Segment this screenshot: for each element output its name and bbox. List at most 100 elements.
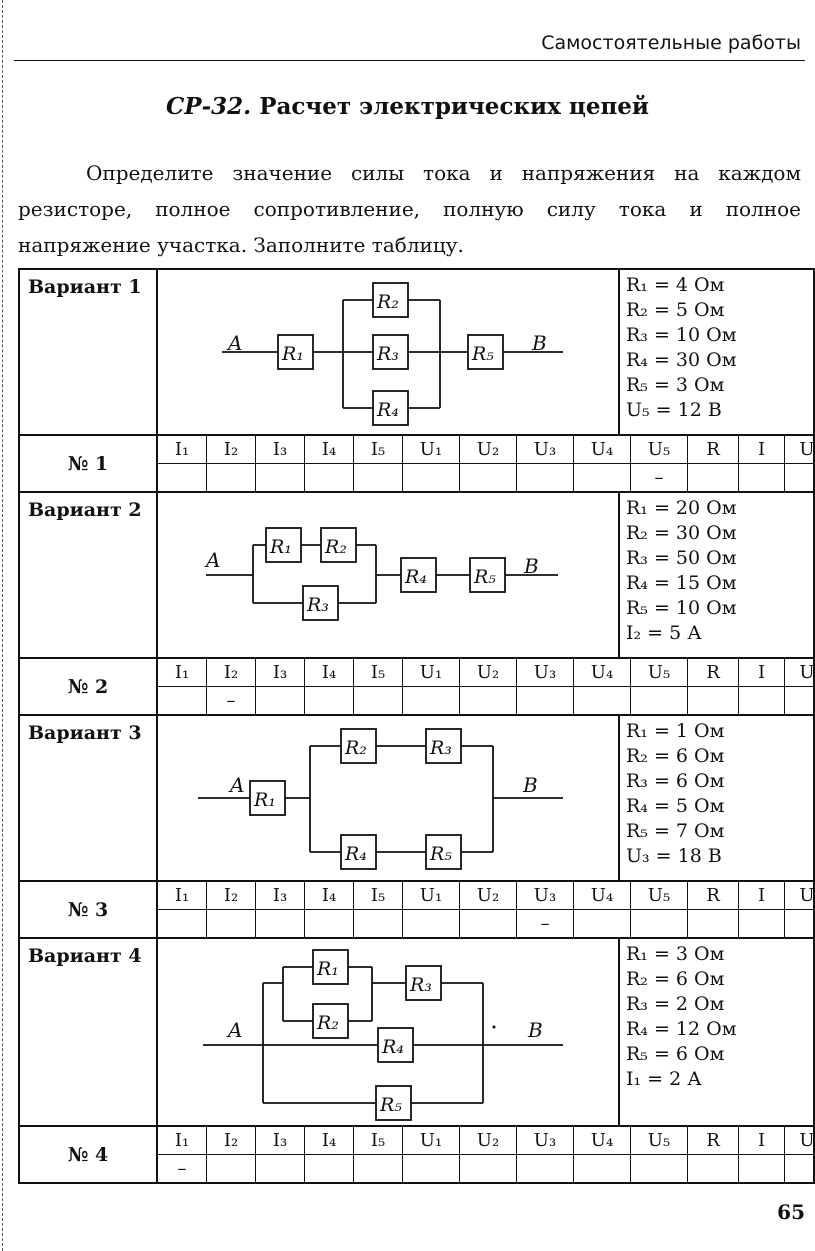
resistor-label: R₄: [381, 1036, 404, 1058]
wire: [222, 299, 563, 409]
variant-number: № 1: [18, 434, 158, 493]
answer-cell[interactable]: [516, 1154, 574, 1182]
answer-cell[interactable]: –: [630, 463, 688, 491]
answer-cell[interactable]: [304, 1154, 354, 1182]
answer-cell[interactable]: [206, 909, 256, 937]
answer-cell[interactable]: [687, 463, 739, 491]
answer-cell[interactable]: –: [206, 686, 256, 714]
resistor-r5: R₅: [375, 1085, 412, 1121]
column-header: U₅: [630, 659, 688, 687]
param-line: R₅ = 3 Ом: [626, 374, 725, 396]
answer-cell[interactable]: [573, 463, 631, 491]
resistor-label: R₁: [316, 958, 339, 980]
column-header: I₄: [304, 659, 354, 687]
answer-cell[interactable]: –: [516, 909, 574, 937]
answer-cell[interactable]: [573, 686, 631, 714]
answer-cell[interactable]: [459, 1154, 517, 1182]
given-values: R₁ = 3 Ом R₂ = 6 Ом R₃ = 2 Ом R₄ = 12 Ом…: [618, 937, 815, 1127]
answer-cell[interactable]: [459, 909, 517, 937]
answer-cell[interactable]: [573, 1154, 631, 1182]
answer-cell[interactable]: [630, 909, 688, 937]
answer-cell[interactable]: [785, 910, 815, 938]
answer-cell[interactable]: [255, 463, 305, 491]
answer-cell[interactable]: [255, 1154, 305, 1182]
wire: [198, 745, 563, 853]
resistor-label: R₂: [376, 291, 399, 313]
answer-cell[interactable]: [402, 686, 460, 714]
answer-cell[interactable]: [516, 686, 574, 714]
variant-label: Вариант 2: [18, 491, 158, 659]
answer-cell[interactable]: [353, 463, 403, 491]
answer-cell[interactable]: [687, 1154, 739, 1182]
answer-cell[interactable]: [738, 1154, 785, 1182]
param-line: R₂ = 5 Ом: [626, 299, 725, 321]
answer-cell[interactable]: [158, 909, 207, 937]
answer-cell[interactable]: [459, 463, 517, 491]
cut-line: [2, 0, 3, 1251]
column-header: U₅: [630, 436, 688, 464]
resistor-r2: R₂: [320, 527, 357, 563]
answer-cell[interactable]: [516, 463, 574, 491]
resistor-label: R₄: [344, 843, 367, 865]
answer-cell[interactable]: [402, 909, 460, 937]
resistor-r3: R₃: [372, 334, 409, 370]
resistor-r4: R₄: [340, 834, 377, 870]
resistor-r1: R₁: [265, 527, 302, 563]
answer-cell[interactable]: [402, 463, 460, 491]
column-header: U₁: [402, 436, 460, 464]
answer-cell[interactable]: [687, 909, 739, 937]
param-line: R₄ = 5 Ом: [626, 795, 725, 817]
answer-cell[interactable]: [158, 686, 207, 714]
column-header: U₂: [459, 882, 517, 910]
resistor-r2: R₂: [372, 282, 409, 318]
answer-cell[interactable]: [353, 1154, 403, 1182]
column-header: U: [784, 882, 815, 910]
answer-cell[interactable]: [206, 463, 256, 491]
answer-cell[interactable]: [785, 687, 815, 715]
answer-cell[interactable]: [402, 1154, 460, 1182]
answer-cell[interactable]: [206, 1154, 256, 1182]
answer-cell[interactable]: [255, 909, 305, 937]
answer-cell[interactable]: [630, 686, 688, 714]
resistor-label: R₃: [409, 974, 432, 996]
answer-cell[interactable]: [304, 463, 354, 491]
circuit-diagram: A B R₁ R₂ R₃ R₄ R₅: [156, 268, 620, 436]
answer-cell[interactable]: [785, 1155, 815, 1183]
answer-cell[interactable]: [630, 1154, 688, 1182]
column-header: I₅: [353, 659, 403, 687]
resistor-r2: R₂: [312, 1003, 349, 1039]
junction-dot: [492, 1025, 496, 1029]
answer-cell[interactable]: [304, 686, 354, 714]
answer-cell[interactable]: [687, 686, 739, 714]
resistor-label: R₁: [269, 536, 292, 558]
resistor-label: R₁: [281, 343, 304, 365]
answer-cell[interactable]: [738, 909, 785, 937]
given-values: R₁ = 20 Ом R₂ = 30 Ом R₃ = 50 Ом R₄ = 15…: [618, 491, 815, 659]
answer-cell[interactable]: [738, 463, 785, 491]
answer-cell[interactable]: [459, 686, 517, 714]
column-header: I: [738, 659, 785, 687]
answer-cell[interactable]: [785, 464, 815, 492]
param-line: U₅ = 12 В: [626, 399, 722, 421]
answer-cell[interactable]: [304, 909, 354, 937]
answer-cell[interactable]: [255, 686, 305, 714]
circuit-3-svg: A B R₁ R₂ R₃ R₄ R₅: [198, 728, 563, 870]
answer-cell[interactable]: –: [158, 1154, 207, 1182]
variant-label: Вариант 4: [18, 937, 158, 1127]
resistor-r3: R₃: [302, 585, 339, 621]
param-line: R₅ = 7 Ом: [626, 820, 725, 842]
param-line: I₁ = 2 А: [626, 1068, 702, 1090]
resistor-label: R₂: [344, 737, 367, 759]
resistor-r3: R₃: [425, 728, 462, 764]
answer-cell[interactable]: [738, 686, 785, 714]
answer-cell[interactable]: [573, 909, 631, 937]
resistor-r4: R₄: [377, 1027, 414, 1063]
resistor-label: R₃: [376, 343, 399, 365]
answer-cell[interactable]: [353, 909, 403, 937]
answer-cell[interactable]: [158, 463, 207, 491]
instructions-text: Определите значение силы тока и напряжен…: [18, 161, 801, 257]
answer-cell[interactable]: [353, 686, 403, 714]
resistor-label: R₅: [429, 843, 452, 865]
